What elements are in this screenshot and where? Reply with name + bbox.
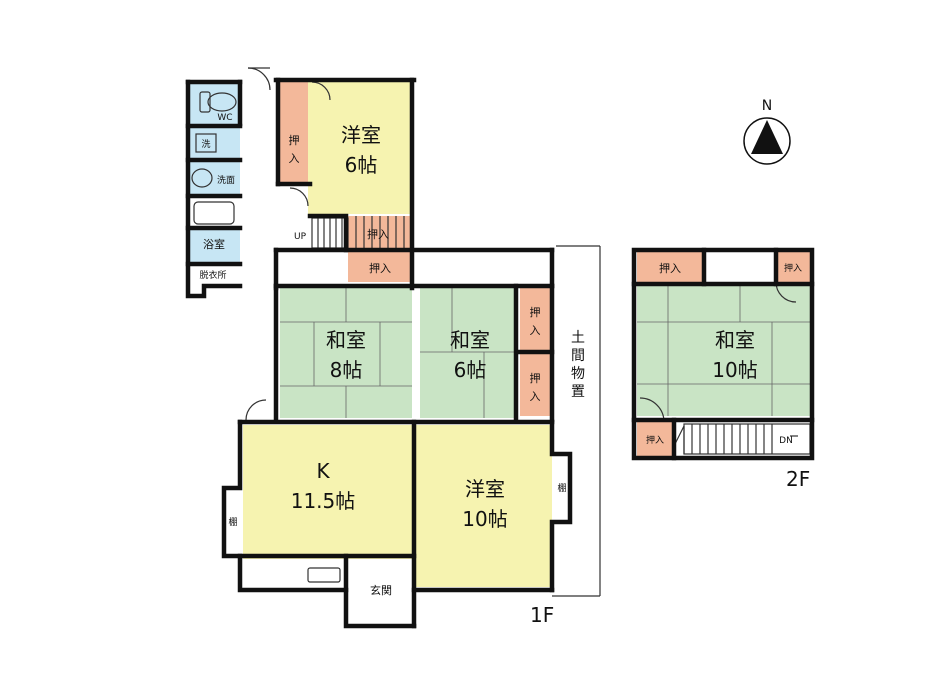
tana-right-label: 棚 [557, 482, 566, 494]
walls-2f [631, 247, 815, 461]
room-washitsu-8-name: 和室 [326, 328, 366, 352]
senmen-label: 洗面 [217, 174, 235, 186]
walls-1f [185, 77, 573, 629]
floor-1f-label: 1F [530, 603, 554, 627]
closet-2f-c: 押入 [646, 434, 664, 446]
room-youshitsu-6-size: 6帖 [345, 153, 378, 177]
room-youshitsu-6-name: 洋室 [341, 123, 381, 147]
wc-label: WC [217, 113, 232, 123]
room-kitchen-size: 11.5帖 [291, 489, 356, 513]
dn-label: DN [779, 436, 793, 446]
room-2f-washitsu-name: 和室 [715, 328, 755, 352]
yokushitsu-label: 浴室 [203, 237, 225, 251]
closet-1f-e-bottom: 入 [530, 390, 541, 403]
room-washitsu-8-size: 8帖 [330, 358, 363, 382]
up-label: UP [294, 232, 307, 242]
room-fills-2f [637, 252, 810, 456]
datsuijo-label: 脱衣所 [199, 269, 226, 281]
doma-char-3: 物 [571, 366, 585, 382]
doma-char-4: 置 [571, 384, 585, 400]
room-youshitsu-10-name: 洋室 [465, 477, 505, 501]
compass [743, 117, 791, 165]
doma-char-2: 間 [571, 348, 585, 364]
closet-1f-c: 押入 [369, 261, 391, 275]
floor-2f-label: 2F [786, 467, 810, 491]
compass-label: N [762, 98, 772, 114]
closet-1f-a-bottom: 入 [289, 152, 300, 165]
room-youshitsu-10-size: 10帖 [462, 507, 507, 531]
sentaku-label: 洗 [201, 138, 210, 150]
tatami-lines [280, 286, 810, 418]
closet-1f-b: 押入 [367, 227, 389, 241]
room-washitsu-6-size: 6帖 [454, 358, 487, 382]
closet-1f-a-top: 押 [289, 133, 300, 147]
closet-1f-d-top: 押 [530, 305, 541, 319]
closet-1f-d-bottom: 入 [530, 324, 541, 337]
tana-left-label: 棚 [228, 516, 237, 528]
doma-char-1: 土 [571, 330, 585, 346]
closet-2f-b: 押入 [784, 262, 802, 274]
room-2f-washitsu-size: 10帖 [712, 358, 757, 382]
room-kitchen-name: K [316, 459, 330, 483]
genkan-label: 玄関 [370, 583, 392, 597]
room-washitsu-6-name: 和室 [450, 328, 490, 352]
closet-1f-e-top: 押 [530, 371, 541, 385]
closet-2f-a: 押入 [659, 261, 681, 275]
fixtures [191, 67, 797, 597]
